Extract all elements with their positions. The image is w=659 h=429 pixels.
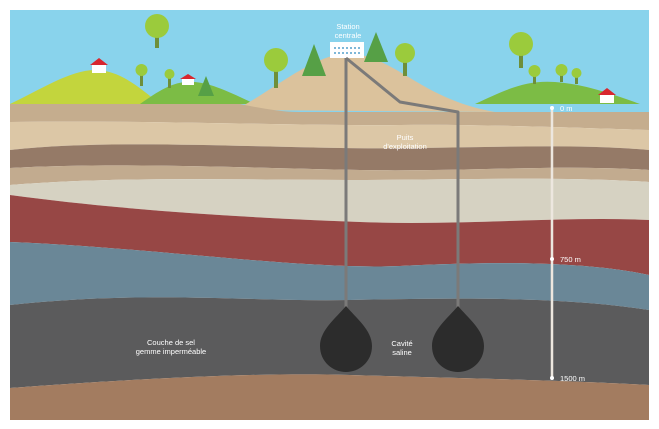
well-pipes [344,56,460,315]
houses [90,58,616,103]
layer-light [10,121,649,150]
depth-label-750: 750 m [560,255,581,264]
layer-red [10,195,649,275]
left-hill [10,70,160,104]
depth-tick-1500 [550,376,554,380]
depth-tick-0 [550,106,554,110]
layer-bottom [10,374,649,420]
trees [135,14,582,96]
salt-cavity-right [432,306,484,372]
layer-blue [10,242,649,310]
layer-clay [10,144,649,171]
depth-label-0: 0 m [560,104,573,113]
central-station [330,42,364,58]
salt-cavity-left [320,306,372,372]
right-hill [475,81,640,104]
layer-sand [10,178,649,223]
layer-topsoil [10,104,649,130]
depth-scale [550,106,554,380]
central-hill [235,53,495,112]
layer-tan [10,165,649,185]
depth-label-1500: 1500 m [560,374,586,383]
depth-tick-750 [550,257,554,261]
